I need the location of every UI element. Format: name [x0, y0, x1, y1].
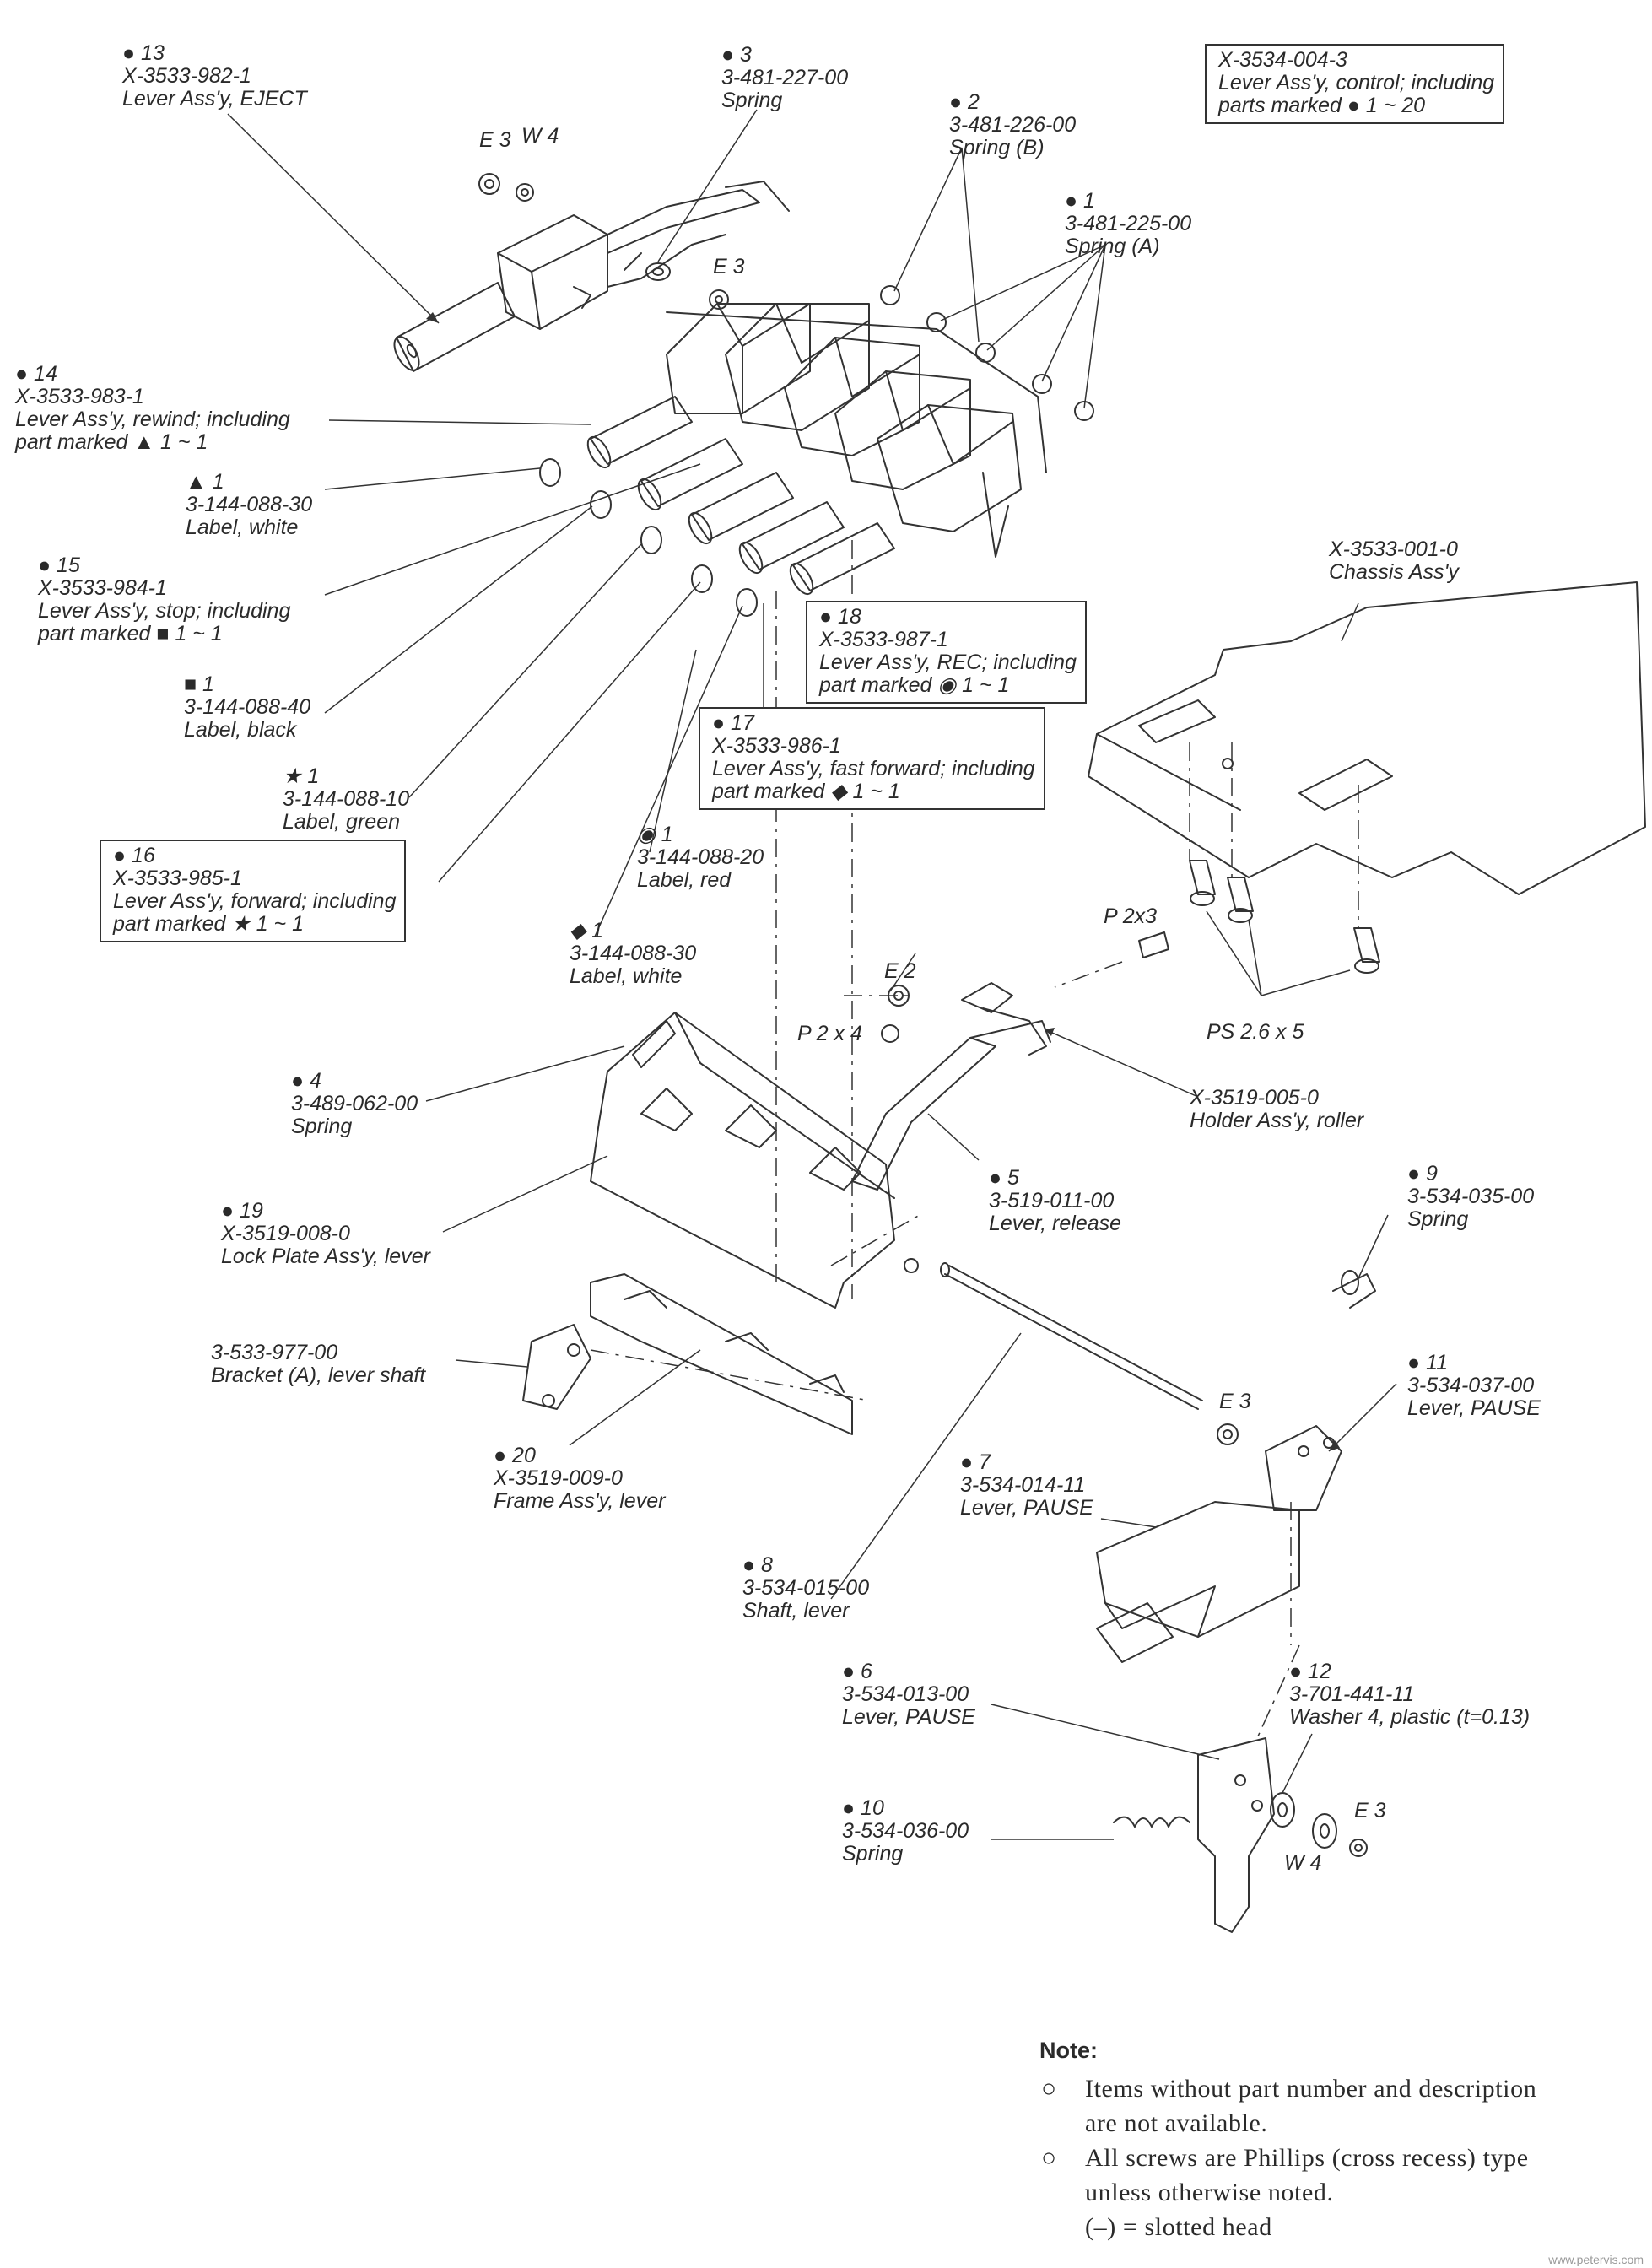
lock-plate [591, 1012, 918, 1308]
release-lever [852, 1021, 1050, 1190]
label-e2: E 2 [884, 959, 916, 983]
chassis-screws [1190, 861, 1379, 973]
label-e3-bottom: E 3 [1354, 1799, 1386, 1822]
roller-holder [962, 983, 1046, 1055]
label-p2x4-screw: P 2 x 4 [797, 1022, 862, 1045]
pause-lever-6 [1198, 1738, 1274, 1932]
circle-bullet-icon: ○ [1041, 2075, 1057, 2103]
arrowheads [426, 312, 1340, 1451]
frame-lever [591, 1274, 852, 1434]
washer-12 [1271, 1793, 1367, 1856]
label-w4-bottom: W 4 [1284, 1851, 1322, 1875]
chassis-assembly [1088, 582, 1645, 894]
key-labels [540, 459, 757, 616]
label-e3-middle: E 3 [713, 255, 745, 278]
label-p2x3-screw: P 2x3 [1104, 904, 1158, 928]
e3-w4-clips-top [479, 174, 728, 309]
spring-9 [1333, 1271, 1375, 1308]
note-section: Note: ○ Items without part number and de… [1039, 2033, 1647, 2244]
note-item: ○ All screws are Phillips (cross recess)… [1039, 2141, 1647, 2244]
label-ps-screws: PS 2.6 x 5 [1207, 1020, 1304, 1044]
note-title: Note: [1039, 2038, 1098, 2063]
bracket-a [523, 1325, 591, 1409]
key-lever-bank [583, 304, 1046, 597]
pause-lever-11 [1266, 1426, 1342, 1510]
key-springs [881, 286, 1093, 420]
eject-lever-assembly [389, 181, 789, 375]
lever-shaft [941, 1263, 1238, 1444]
assembly-box: X-3534-004-3 Lever Ass'y, control; inclu… [1205, 44, 1505, 124]
pause-lever-7 [1097, 1502, 1299, 1662]
label-w4-top: W 4 [521, 124, 559, 148]
note-item: ○ Items without part number and descript… [1039, 2071, 1647, 2141]
leader-lines [228, 110, 1396, 1839]
spring-10 [1114, 1817, 1190, 1827]
label-e3-top: E 3 [479, 128, 511, 152]
watermark: www.petervis.com [1548, 2253, 1644, 2266]
label-e3-shaft: E 3 [1219, 1390, 1251, 1413]
spring-4 [633, 1021, 675, 1067]
circle-bullet-icon: ○ [1041, 2144, 1057, 2172]
